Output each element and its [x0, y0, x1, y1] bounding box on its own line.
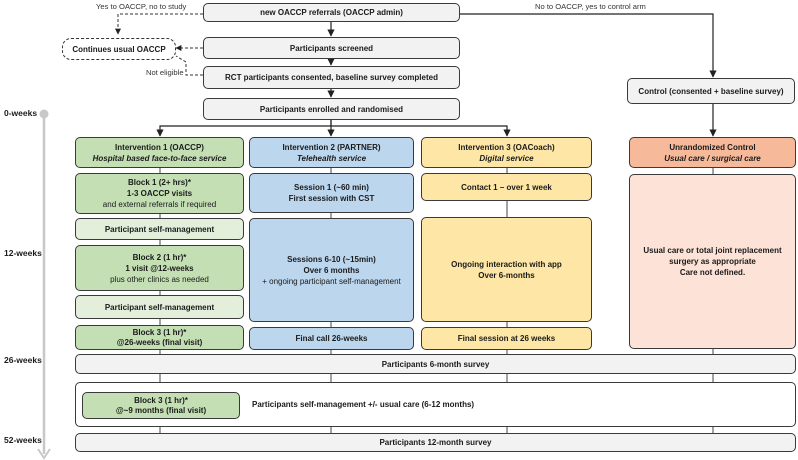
ongoing-title: Ongoing interaction with app: [451, 259, 562, 269]
sessions-title: Sessions 6-10 (~15min): [287, 254, 376, 264]
timeline-label-0-weeks: 0-weeks: [4, 108, 38, 118]
usual-care-line-1: Usual care or total joint replacement: [643, 246, 782, 255]
block-2-clinics: plus other clinics as needed: [110, 274, 209, 284]
self-management-2-box: Participant self-management: [75, 295, 244, 319]
timeline-label-26-weeks: 26-weeks: [4, 355, 42, 365]
usual-care-box: Usual care or total joint replacement su…: [629, 174, 796, 349]
intervention-2-header: Intervention 2 (PARTNER) Telehealth serv…: [249, 137, 414, 168]
twelve-month-survey-box: Participants 12-month survey: [75, 433, 796, 452]
intervention-3-header: Intervention 3 (OACoach) Digital service: [421, 137, 592, 168]
sessions-duration: Over 6 months: [303, 265, 360, 275]
block-3-timing: @26-weeks (final visit): [116, 337, 203, 347]
sessions-6-10-box: Sessions 6-10 (~15min) Over 6 months + o…: [249, 218, 414, 322]
intervention-2-title: Intervention 2 (PARTNER): [282, 142, 381, 152]
intervention-3-title: Intervention 3 (OACoach): [458, 142, 555, 152]
usual-care-line-3: Care not defined.: [679, 268, 746, 277]
continues-usual-box: Continues usual OACCP: [62, 38, 176, 60]
yes-no-study-arrow: [115, 13, 203, 35]
screened-box: Participants screened: [203, 37, 460, 59]
label-no-control: No to OACCP, yes to control arm: [535, 2, 646, 11]
block-2-visit: 1 visit @12-weeks: [125, 263, 194, 273]
timeline-start-dot: [39, 109, 49, 119]
block-3-nine-months-box: Block 3 (1 hr)* @~9 months (final visit): [82, 392, 240, 419]
block-3b-timing: @~9 months (final visit): [115, 405, 207, 415]
ongoing-duration: Over 6-months: [478, 270, 535, 280]
final-session-box: Final session at 26 weeks: [421, 327, 592, 350]
block-3-title: Block 3 (1 hr)*: [132, 327, 187, 337]
self-management-text: Participants self-management +/- usual c…: [252, 400, 475, 409]
timeline-label-52-weeks: 52-weeks: [4, 435, 42, 445]
block-3-box: Block 3 (1 hr)* @26-weeks (final visit): [75, 325, 244, 350]
block-1-title: Block 1 (2+ hrs)*: [128, 178, 191, 187]
intervention-1-subtitle: Hospital based face-to-face service: [92, 153, 227, 163]
block-2-title: Block 2 (1 hr)*: [132, 252, 187, 262]
block-3b-title: Block 3 (1 hr)*: [134, 395, 188, 405]
control-box: Control (consented + baseline survey): [627, 78, 795, 104]
referrals-box: new OACCP referrals (OACCP admin): [203, 3, 460, 22]
ongoing-interaction-box: Ongoing interaction with app Over 6-mont…: [421, 217, 592, 322]
intervention-2-subtitle: Telehealth service: [296, 153, 367, 163]
session-1-box: Session 1 (~60 min) First session with C…: [249, 173, 414, 213]
block-2-box: Block 2 (1 hr)* 1 visit @12-weeks plus o…: [75, 245, 244, 291]
unrandomized-subtitle: Usual care / surgical care: [664, 153, 761, 163]
timeline-arrow: [37, 448, 51, 460]
block-1-box: Block 1 (2+ hrs)* 1-3 OACCP visits and e…: [75, 173, 244, 214]
consented-box: RCT participants consented, baseline sur…: [203, 66, 460, 89]
label-not-eligible: Not eligible: [146, 68, 184, 77]
sessions-self-management: + ongoing participant self-management: [262, 276, 401, 286]
unrandomized-control-header: Unrandomized Control Usual care / surgic…: [629, 137, 796, 168]
intervention-1-header: Intervention 1 (OACCP) Hospital based fa…: [75, 137, 244, 168]
timeline-label-12-weeks: 12-weeks: [4, 248, 42, 258]
session-1-title: Session 1 (~60 min): [294, 183, 369, 192]
self-management-1-box: Participant self-management: [75, 218, 244, 240]
unrandomized-title: Unrandomized Control: [669, 142, 756, 152]
intervention-1-title: Intervention 1 (OACCP): [115, 142, 204, 152]
block-1-visits: 1-3 OACCP visits: [126, 189, 193, 198]
enrolled-box: Participants enrolled and randomised: [203, 98, 460, 120]
contact-1-box: Contact 1 – over 1 week: [421, 173, 592, 201]
session-1-detail: First session with CST: [288, 194, 375, 203]
not-eligible-arrow: [175, 55, 203, 76]
intervention-3-subtitle: Digital service: [479, 153, 534, 163]
usual-care-line-2: surgery as appropriate: [669, 257, 756, 266]
block-1-referrals: and external referrals if required: [102, 200, 217, 209]
label-yes-no-study: Yes to OACCP, no to study: [96, 2, 187, 11]
final-call-box: Final call 26-weeks: [249, 327, 414, 350]
six-month-survey-box: Participants 6-month survey: [75, 354, 796, 374]
